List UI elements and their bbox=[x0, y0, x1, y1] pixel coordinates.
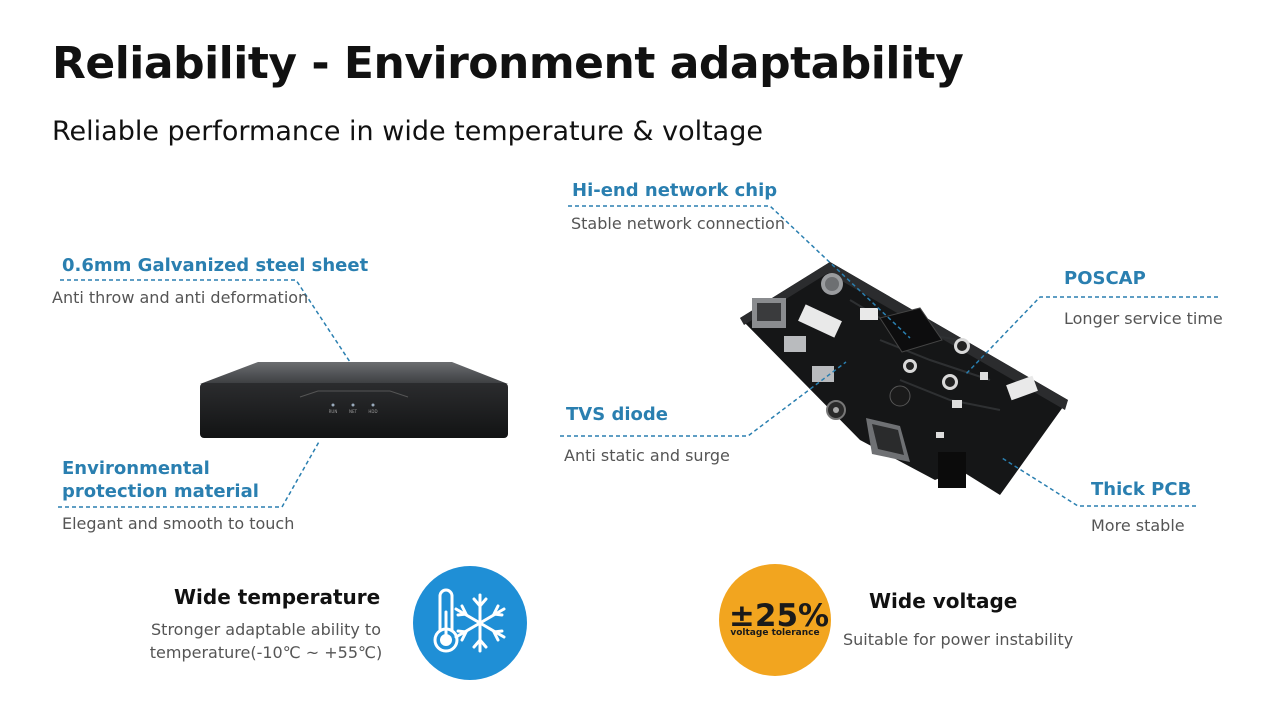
wide-temperature-desc-line1: Stronger adaptable ability to bbox=[151, 620, 381, 639]
env-callout-desc: Elegant and smooth to touch bbox=[62, 514, 295, 533]
poscap-callout-desc: Longer service time bbox=[1064, 309, 1223, 328]
steel-callout-desc: Anti throw and anti deformation bbox=[52, 288, 309, 307]
tvs-callout-desc: Anti static and surge bbox=[564, 446, 730, 465]
page-title: Reliability - Environment adaptability bbox=[52, 38, 964, 89]
wide-temperature-desc: Stronger adaptable ability to temperatur… bbox=[148, 618, 384, 664]
steel-callout-title: 0.6mm Galvanized steel sheet bbox=[62, 255, 369, 276]
steel-leader-line bbox=[60, 279, 351, 363]
voltage-badge-value: ±25% bbox=[729, 598, 829, 634]
led-label-hdd: HDD bbox=[368, 409, 377, 414]
env-callout-title-line2: protection material bbox=[62, 481, 259, 502]
wide-voltage-title: Wide voltage bbox=[869, 589, 1018, 613]
poscap-leader-line bbox=[964, 296, 1218, 376]
pcb-callout-desc: More stable bbox=[1091, 516, 1185, 535]
env-callout-title-line1: Environmental bbox=[62, 458, 210, 479]
led-label-run: RUN bbox=[329, 409, 338, 414]
chip-leader-line bbox=[568, 205, 911, 339]
env-leader-line bbox=[58, 439, 321, 508]
wide-temperature-title: Wide temperature bbox=[174, 585, 381, 609]
tvs-leader-line bbox=[560, 361, 847, 437]
chip-callout-desc: Stable network connection bbox=[571, 214, 785, 233]
poscap-callout-title: POSCAP bbox=[1064, 268, 1146, 289]
voltage-badge-label: voltage tolerance bbox=[730, 628, 819, 638]
chip-callout-title: Hi-end network chip bbox=[572, 180, 778, 201]
tvs-callout-title: TVS diode bbox=[566, 404, 668, 425]
page-subtitle: Reliable performance in wide temperature… bbox=[52, 116, 763, 147]
wide-temperature-desc-line2: temperature(-10℃ ~ +55℃) bbox=[149, 643, 383, 662]
pcb-callout-title: Thick PCB bbox=[1091, 479, 1192, 500]
wide-voltage-desc: Suitable for power instability bbox=[843, 630, 1074, 649]
led-label-net: NET bbox=[349, 409, 358, 414]
pcb-leader-line bbox=[1001, 457, 1196, 507]
